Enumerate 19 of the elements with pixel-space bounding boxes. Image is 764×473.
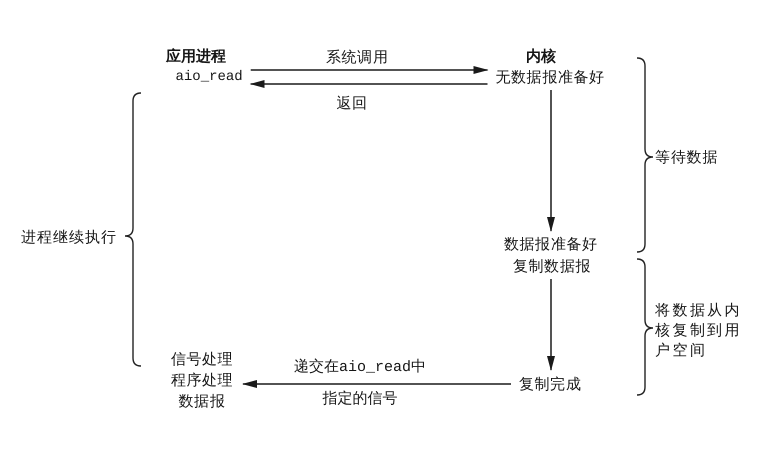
column-header: 应用进程 bbox=[166, 47, 226, 65]
brace-label: 将数据从内核复制到用户空间 bbox=[655, 300, 743, 360]
function-name: aio_read bbox=[176, 67, 243, 87]
brace-label: 进程继续执行 bbox=[21, 227, 117, 247]
edge-label: 系统调用 bbox=[326, 48, 388, 66]
step-label: 复制数据报 bbox=[513, 256, 591, 276]
arrow bbox=[547, 279, 555, 371]
arrow bbox=[547, 90, 555, 232]
arrow bbox=[242, 380, 511, 388]
step-label: 信号处理程序处理数据报 bbox=[169, 348, 235, 412]
step-label: 无数据报准备好 bbox=[496, 67, 605, 87]
arrow bbox=[250, 80, 488, 88]
brace-label: 等待数据 bbox=[655, 147, 718, 167]
arrow bbox=[250, 66, 488, 74]
step-label: 复制完成 bbox=[519, 373, 582, 395]
edge-label: 递交在aio_read中指定的信号 bbox=[292, 357, 427, 410]
column-header: 内核 bbox=[526, 47, 556, 65]
step-label: 数据报准备好 bbox=[504, 234, 598, 254]
edge-label: 返回 bbox=[336, 93, 368, 113]
